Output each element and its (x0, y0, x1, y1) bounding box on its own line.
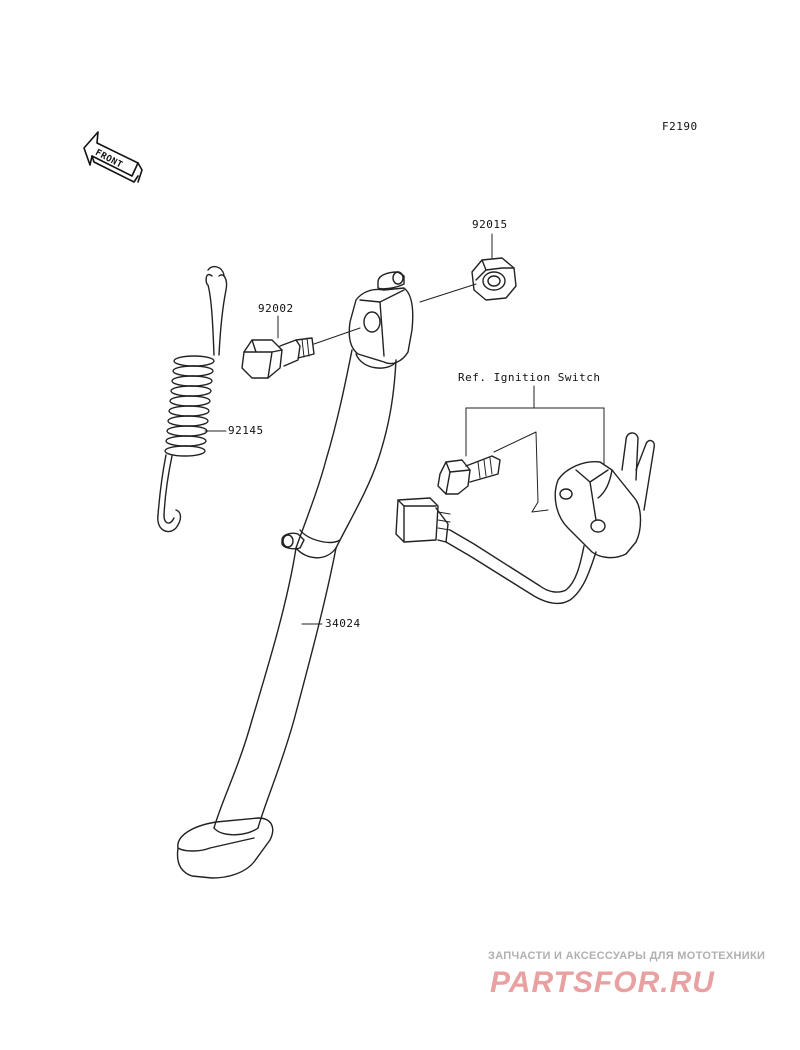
side-stand-34024 (176, 271, 414, 879)
part-label-92015: 92015 (472, 218, 508, 231)
spring-92145 (157, 265, 228, 533)
part-label-92145: 92145 (228, 424, 264, 437)
switch-bolt (437, 455, 501, 495)
bolt-92002 (241, 337, 315, 379)
watermark-logo: PARTSFOR.RU (490, 966, 715, 999)
front-arrow-icon (83, 131, 143, 183)
reference-bracket (465, 385, 605, 513)
part-label-34024: 34024 (325, 617, 361, 630)
reference-label: Ref. Ignition Switch (458, 371, 601, 384)
figure-code: F2190 (662, 120, 698, 133)
watermark-tagline: ЗАПЧАСТИ И АКСЕССУАРЫ ДЛЯ МОТОТЕХНИКИ (488, 950, 766, 962)
nut-92015 (471, 257, 517, 301)
part-label-92002: 92002 (258, 302, 294, 315)
side-stand-switch (395, 432, 656, 605)
